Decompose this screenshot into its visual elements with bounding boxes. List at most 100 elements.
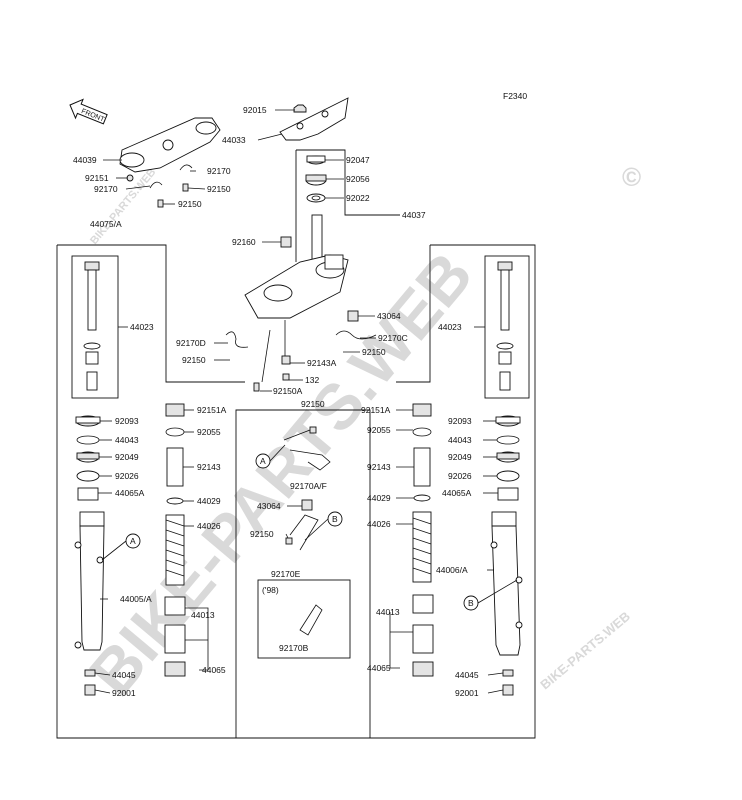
label-44005A: 44005/A xyxy=(120,594,152,604)
seal-92049-left xyxy=(76,451,100,463)
label-44026-left: 44026 xyxy=(197,521,221,531)
bolt-92001-left xyxy=(84,684,96,696)
figure-code: F2340 xyxy=(503,91,527,101)
label-92049-right: 92049 xyxy=(448,452,472,462)
label-44039: 44039 xyxy=(73,155,97,165)
label-92056: 92056 xyxy=(346,174,370,184)
label-92151A-left: 92151A xyxy=(197,405,227,415)
seal-92093-left xyxy=(75,415,101,427)
label-92160: 92160 xyxy=(232,237,256,247)
label-43064-top: 43064 xyxy=(377,311,401,321)
fork-tube-44005A xyxy=(74,511,105,651)
ring-44043-left xyxy=(76,435,100,445)
oring-92055-right xyxy=(412,427,432,437)
washer-44029-left xyxy=(166,497,184,505)
label-44013-right: 44013 xyxy=(376,607,400,617)
label-92150-d: 92150 xyxy=(362,347,386,357)
label-92143A: 92143A xyxy=(307,358,337,368)
label-92015: 92015 xyxy=(243,105,267,115)
outline-left-top xyxy=(57,244,245,383)
label-92150A: 92150A xyxy=(273,386,303,396)
bush-44065A-right xyxy=(497,487,519,501)
clamp-92170B xyxy=(299,604,323,636)
washer-44029-right xyxy=(413,494,431,502)
leader-44013-right xyxy=(389,612,413,669)
spring-44026-right xyxy=(412,511,432,583)
bracket-44037-right xyxy=(296,149,400,216)
washer-92022 xyxy=(306,193,326,203)
clamp-92170E xyxy=(285,514,319,551)
label-92001-right: 92001 xyxy=(455,688,479,698)
cap-92151A-left xyxy=(165,403,185,417)
label-44013-left: 44013 xyxy=(191,610,215,620)
bearing-92056 xyxy=(305,174,327,186)
label-44023-right: 44023 xyxy=(438,322,462,332)
label-92150-upper-left: 92150 xyxy=(178,199,202,209)
svg-text:A: A xyxy=(130,536,136,546)
bolt-92001-right xyxy=(502,684,514,696)
ref-circle-a-center: A xyxy=(255,444,286,469)
label-92150-mid: 92150 xyxy=(301,399,325,409)
label-44029-left: 44029 xyxy=(197,496,221,506)
label-132: 132 xyxy=(305,375,319,385)
oring-92055-left xyxy=(165,427,185,437)
bush-44065A-left xyxy=(77,487,99,501)
bolts-upper xyxy=(126,164,193,208)
label-92093-right: 92093 xyxy=(448,416,472,426)
steering-stem xyxy=(244,214,349,319)
upper-clamp-44039 xyxy=(119,117,221,173)
damper-rod-right xyxy=(496,261,514,391)
label-92150-upper-right: 92150 xyxy=(207,184,231,194)
part-labels: 92015 44033 44039 92151 92170 92170 9215… xyxy=(73,105,479,698)
label-44065-left: 44065 xyxy=(202,665,226,675)
cylinder-44013-left xyxy=(164,596,186,677)
cap-92151A-right xyxy=(412,403,432,417)
label-92026-left: 92026 xyxy=(115,471,139,481)
cap-92160 xyxy=(280,236,292,248)
seal-92093-right xyxy=(495,415,521,427)
clamp-92170D xyxy=(225,331,249,348)
label-44045-right: 44045 xyxy=(455,670,479,680)
label-44065A-left: 44065A xyxy=(115,488,145,498)
label-92151: 92151 xyxy=(85,173,109,183)
seal-92049-right xyxy=(496,451,520,463)
clip-43064-mid xyxy=(301,499,313,511)
cylinder-44013-right xyxy=(412,594,434,677)
seal-92047 xyxy=(306,155,326,165)
label-92150-e: 92150 xyxy=(250,529,274,539)
label-44043-left: 44043 xyxy=(115,435,139,445)
label-43064-mid: 43064 xyxy=(257,501,281,511)
washer-92026-left xyxy=(76,470,100,482)
label-92026-right: 92026 xyxy=(448,471,472,481)
outline-left xyxy=(56,245,236,739)
bracket-44033 xyxy=(279,97,349,141)
label-92170E: 92170E xyxy=(271,569,301,579)
label-44006A: 44006/A xyxy=(436,565,468,575)
leader-lines xyxy=(94,109,504,694)
label-92150-c: 92150 xyxy=(182,355,206,365)
spacer-92143-left xyxy=(166,447,184,487)
label-44075A: 44075/A xyxy=(90,219,122,229)
label-92022: 92022 xyxy=(346,193,370,203)
clip-43064-top xyxy=(347,310,359,322)
spacer-92143-right xyxy=(413,447,431,487)
label-92049-left: 92049 xyxy=(115,452,139,462)
svg-text:A: A xyxy=(260,456,266,466)
leader-92150A xyxy=(261,329,271,383)
label-92055-right: 92055 xyxy=(367,425,391,435)
ref-circle-b-right: B xyxy=(463,579,518,611)
label-44043-right: 44043 xyxy=(448,435,472,445)
label-92055-left: 92055 xyxy=(197,427,221,437)
label-44033: 44033 xyxy=(222,135,246,145)
label-92170D: 92170D xyxy=(176,338,206,348)
outline-center xyxy=(235,409,371,739)
watermark-main: BIKE-PARTS.WEB © xyxy=(76,162,642,709)
ring-44043-right xyxy=(496,435,520,445)
label-44029-right: 44029 xyxy=(367,493,391,503)
svg-text:B: B xyxy=(468,598,474,608)
label-92143-left: 92143 xyxy=(197,462,221,472)
label-44045-left: 44045 xyxy=(112,670,136,680)
box-98 xyxy=(257,579,351,659)
fork-tube-44006A xyxy=(490,511,523,656)
label-44037: 44037 xyxy=(402,210,426,220)
